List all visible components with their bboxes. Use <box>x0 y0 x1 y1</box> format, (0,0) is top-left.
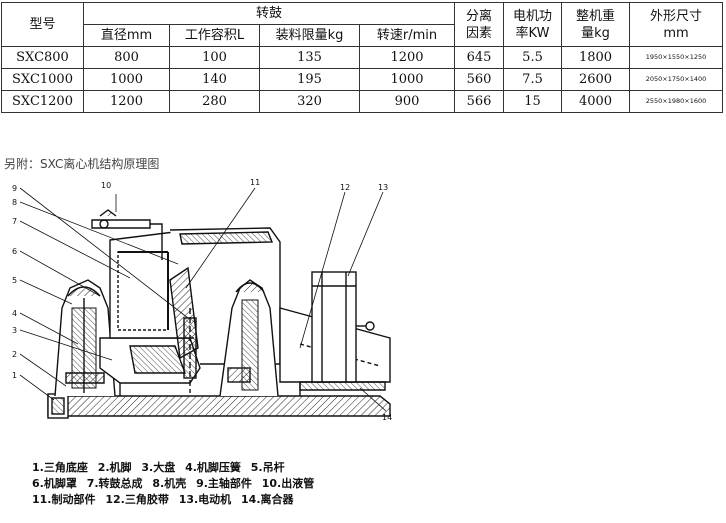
callout-8: 8 <box>12 198 17 207</box>
cell-dims: 2050×1750×1400 <box>629 68 724 91</box>
cell-speed: 1200 <box>358 46 456 69</box>
callout-4: 4 <box>12 309 17 318</box>
cell-motor: 7.5 <box>503 68 563 91</box>
legend-item: 13.电动机 <box>178 493 232 506</box>
header-diameter: 直径mm <box>83 24 170 47</box>
legend-item: 12.三角胶带 <box>105 493 169 506</box>
cell-weight: 4000 <box>561 90 631 113</box>
cell-motor: 15 <box>503 90 563 113</box>
legend-row: 6.机脚罩 7.转鼓总成 8.机壳 9.主轴部件 10.出液管 <box>32 476 362 492</box>
cell-load-limit: 320 <box>259 90 360 113</box>
callouts: 1 2 3 4 5 6 7 8 9 10 11 12 13 14 <box>12 178 392 422</box>
header-motor: 电机功 率KW <box>503 2 563 47</box>
cell-separation: 645 <box>454 46 505 69</box>
cell-weight: 2600 <box>561 68 631 91</box>
legend-item: 8.机壳 <box>152 477 187 490</box>
cell-diameter: 1000 <box>83 68 170 91</box>
callout-5: 5 <box>12 276 17 285</box>
legend-item: 11.制动部件 <box>32 493 96 506</box>
cell-dims: 2550×1980×1600 <box>629 90 724 113</box>
header-separation: 分离 因素 <box>454 2 505 47</box>
callout-11: 11 <box>250 178 260 187</box>
cell-separation: 566 <box>454 90 505 113</box>
legend-item: 9.主轴部件 <box>196 477 252 490</box>
legend-item: 5.吊杆 <box>250 461 285 474</box>
cell-diameter: 1200 <box>83 90 170 113</box>
callout-13: 13 <box>378 183 388 192</box>
legend-row: 11.制动部件 12.三角胶带 13.电动机 14.离合器 <box>32 492 362 508</box>
cell-dims: 1950×1550×1250 <box>629 46 724 69</box>
table-row: SXC800 800 100 135 1200 645 5.5 1800 195… <box>1 46 724 69</box>
callout-1: 1 <box>12 371 17 380</box>
legend-item: 7.转鼓总成 <box>86 477 143 490</box>
table-row: SXC1200 1200 280 320 900 566 15 4000 255… <box>1 90 724 113</box>
header-model: 型号 <box>1 2 84 47</box>
cell-model: SXC1000 <box>1 68 84 91</box>
legend-item: 14.离合器 <box>241 493 294 506</box>
cell-model: SXC1200 <box>1 90 84 113</box>
callout-9: 9 <box>12 184 17 193</box>
legend-item: 2.机脚 <box>97 461 132 474</box>
appendix-note: 另附：SXC离心机结构原理图 <box>4 157 160 171</box>
legend-row: 1.三角底座 2.机脚 3.大盘 4.机脚压簧 5.吊杆 <box>32 460 362 476</box>
parts-legend: 1.三角底座 2.机脚 3.大盘 4.机脚压簧 5.吊杆 6.机脚罩 7.转鼓总… <box>32 460 362 508</box>
cell-load-limit: 195 <box>259 68 360 91</box>
callout-6: 6 <box>12 247 17 256</box>
legend-item: 6.机脚罩 <box>32 477 77 490</box>
cell-diameter: 800 <box>83 46 170 69</box>
table-row: SXC1000 1000 140 195 1000 560 7.5 2600 2… <box>1 68 724 91</box>
cell-speed: 900 <box>358 90 456 113</box>
header-weight: 整机重 量kg <box>561 2 631 47</box>
cell-capacity: 280 <box>169 90 260 113</box>
cell-separation: 560 <box>454 68 505 91</box>
cell-model: SXC800 <box>1 46 84 69</box>
cell-motor: 5.5 <box>503 46 563 69</box>
spec-table: 型号 转鼓 分离 因素 电机功 率KW 整机重 量kg 外形尺寸 mm 直径mm… <box>1 2 724 113</box>
header-speed: 转速r/min <box>358 24 456 47</box>
cell-capacity: 100 <box>169 46 260 69</box>
cell-load-limit: 135 <box>259 46 360 69</box>
legend-item: 1.三角底座 <box>32 461 88 474</box>
callout-3: 3 <box>12 326 17 335</box>
legend-item: 3.大盘 <box>141 461 176 474</box>
legend-item: 4.机脚压簧 <box>185 461 241 474</box>
legend-item: 10.出液管 <box>261 477 315 490</box>
callout-14: 14 <box>382 413 392 422</box>
callout-10: 10 <box>101 181 111 190</box>
header-load-limit: 装料限量kg <box>259 24 360 47</box>
header-drum: 转鼓 <box>82 2 456 25</box>
cell-capacity: 140 <box>169 68 260 91</box>
machine-drawing <box>47 209 391 419</box>
callout-7: 7 <box>12 217 17 226</box>
header-dims: 外形尺寸 mm <box>629 2 724 47</box>
centrifuge-structure-diagram: 1 2 3 4 5 6 7 8 9 10 11 12 13 14 <box>12 178 392 422</box>
cell-weight: 1800 <box>561 46 631 69</box>
header-capacity: 工作容积L <box>169 24 260 47</box>
leader-lines <box>19 187 387 412</box>
cell-speed: 1000 <box>358 68 456 91</box>
callout-12: 12 <box>340 183 350 192</box>
callout-2: 2 <box>12 350 17 359</box>
